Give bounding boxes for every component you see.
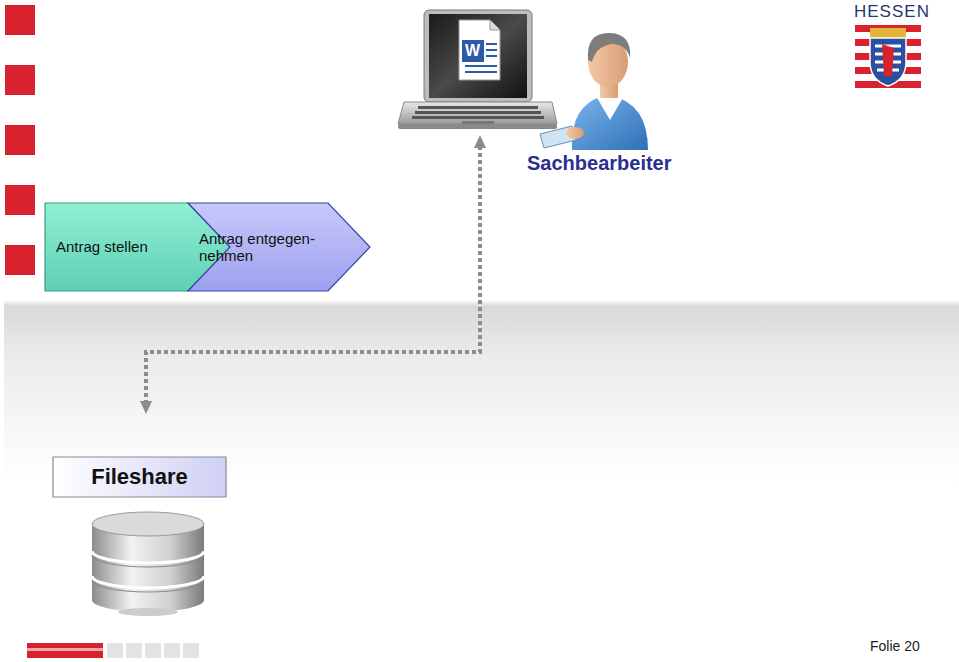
word-icon-letter: W [465,41,480,60]
person-icon [540,33,648,150]
coat-of-arms [855,25,921,92]
side-squares [5,5,35,275]
node-label: Fileshare [53,464,226,489]
laptop-icon [398,10,557,129]
node-text-wrap: Fileshare [53,464,226,489]
process-chevron: Antrag entgegen- nehmen [188,203,370,291]
slide-number: Folie 20 [870,638,920,655]
footer-bar [27,643,199,658]
logo-text: HESSEN [854,2,930,22]
database-cylinder [92,512,204,616]
node-label: Antrag entgegen- nehmen [199,230,324,265]
storage-box: Fileshare [53,457,226,497]
node-text-wrap: Antrag stellen [56,238,176,255]
node-label: Antrag stellen [56,238,176,255]
role-label: Sachbearbeiter [527,151,672,175]
node-text-wrap: Antrag entgegen- nehmen [199,230,324,265]
